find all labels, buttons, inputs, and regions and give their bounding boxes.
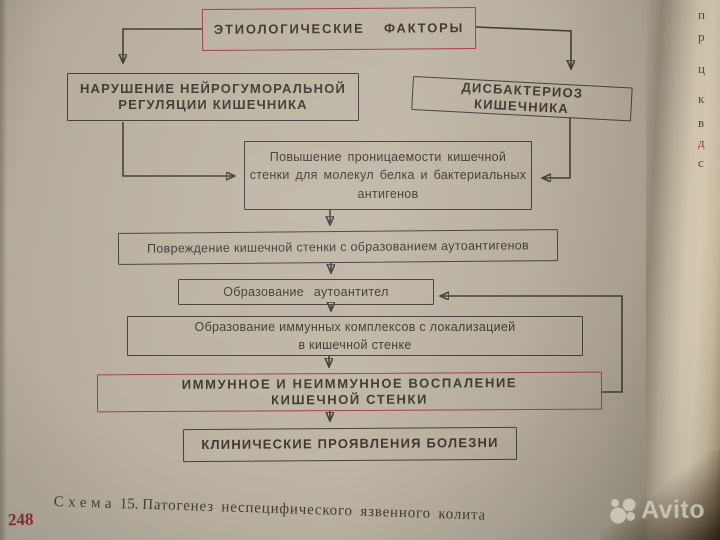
node-label: КИШЕЧНОЙ СТЕНКИ <box>271 391 429 408</box>
connector-etiology-to-neuro <box>123 28 202 62</box>
node-increased-permeability: Повышение проницаемости кишечной стенки … <box>244 141 532 210</box>
node-label: РЕГУЛЯЦИИ КИШЕЧНИКА <box>118 97 308 112</box>
node-label: в кишечной стенке <box>298 338 412 352</box>
fragment-letter: в <box>698 115 705 130</box>
caption-schema-word: Схема <box>53 494 117 512</box>
fragment-letter: с <box>698 155 704 170</box>
node-label: ИММУННОЕ И НЕИММУННОЕ ВОСПАЛЕНИЕ <box>181 374 518 392</box>
node-label: Повышение проницаемости кишечной <box>269 150 507 165</box>
caption-schema-number: 15. <box>119 496 139 513</box>
node-label: антигенов <box>357 186 419 201</box>
node-immune-nonimmune-inflammation: ИММУННОЕ И НЕИММУННОЕ ВОСПАЛЕНИЕ КИШЕЧНО… <box>96 371 603 413</box>
page-number: 248 <box>7 509 34 530</box>
figure-caption: Схема 15. Патогенез неспецифического язв… <box>53 494 553 527</box>
fragment-letter: п <box>698 7 705 22</box>
adjacent-page-fragments: п р ц к в д с <box>696 0 720 470</box>
node-label: Образование иммунных комплексов с локали… <box>194 319 516 334</box>
avito-watermark: Avito <box>610 496 705 526</box>
fragment-letter: р <box>698 29 705 44</box>
fragment-letter: д <box>698 135 705 150</box>
connector-neuro-to-permeability <box>122 122 234 176</box>
node-etiological-factors: ЭТИОЛОГИЧЕСКИЕ ФАКТОРЫ <box>201 7 477 51</box>
left-edge-shadow <box>0 0 7 540</box>
node-label: НАРУШЕНИЕ НЕЙРОГУМОРАЛЬНОЙ <box>79 80 347 96</box>
node-clinical-manifestations: КЛИНИЧЕСКИЕ ПРОЯВЛЕНИЯ БОЛЕЗНИ <box>182 426 518 463</box>
fragment-letter: к <box>698 91 705 106</box>
fragment-letter: ц <box>698 61 705 76</box>
node-neurohumoral-regulation: НАРУШЕНИЕ НЕЙРОГУМОРАЛЬНОЙ РЕГУЛЯЦИИ КИШ… <box>67 73 359 121</box>
node-immune-complex-formation: Образование иммунных комплексов с локали… <box>127 316 583 356</box>
connector-etiology-to-dysbacteriosis <box>475 26 571 68</box>
node-label: ЭТИОЛОГИЧЕСКИЕ ФАКТОРЫ <box>213 20 465 37</box>
node-label: Повреждение кишечной стенки с образовани… <box>146 238 530 256</box>
node-label: ДИСБАКТЕРИОЗ КИШЕЧНИКА <box>461 79 584 117</box>
node-label: КЛИНИЧЕСКИЕ ПРОЯВЛЕНИЯ БОЛЕЗНИ <box>201 435 499 453</box>
node-wall-damage-autoantigens: Повреждение кишечной стенки с образовани… <box>117 229 559 265</box>
node-autoantibody-formation: Образование аутоантител <box>178 279 434 305</box>
node-intestinal-dysbacteriosis: ДИСБАКТЕРИОЗ КИШЕЧНИКА <box>411 76 633 122</box>
connector-dysbacteriosis-to-permeability <box>543 118 571 178</box>
avito-watermark-text: Avito <box>640 495 706 525</box>
node-label: стенки для молекул белка и бактериальных <box>249 168 527 183</box>
caption-text: Патогенез неспецифического язвенного кол… <box>142 496 487 524</box>
node-label: Образование аутоантител <box>223 284 389 299</box>
avito-logo-icon <box>610 498 636 524</box>
